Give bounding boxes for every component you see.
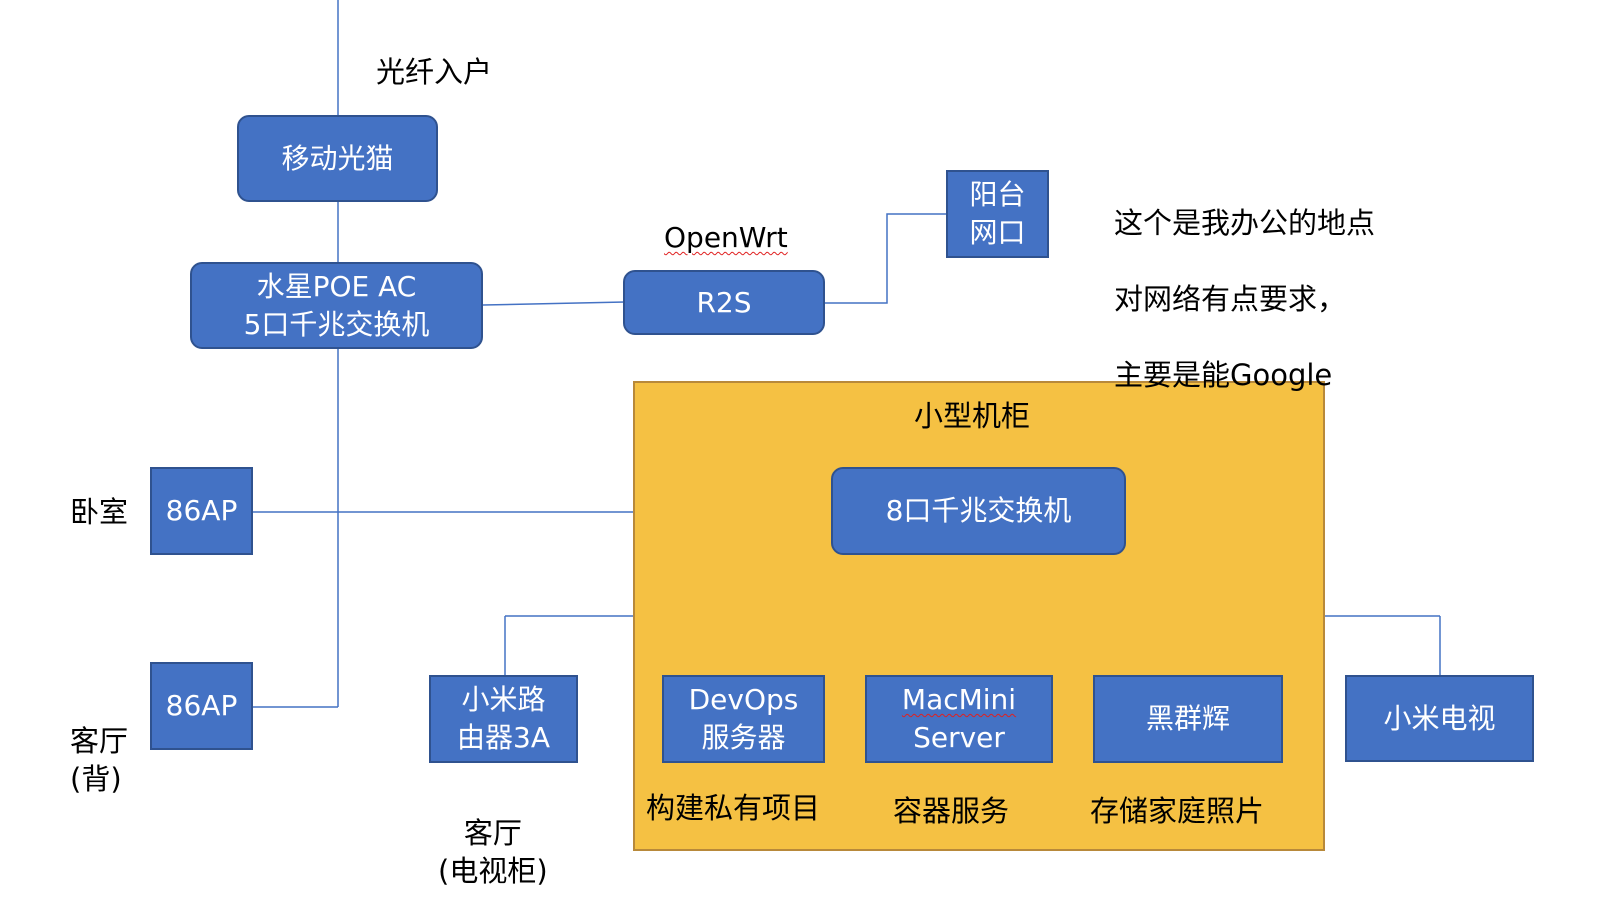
xiaomi-router-location-line2: (电视柜) <box>438 854 548 888</box>
openwrt-label: OpenWrt <box>664 221 788 254</box>
optical-modem-label: 移动光猫 <box>281 141 394 175</box>
r2s-node: R2S <box>623 270 825 335</box>
living-room-line1: 客厅 <box>70 724 129 758</box>
living-room-label: 客厅 (背) <box>70 684 128 798</box>
office-note: 这个是我办公的地点 对网络有点要求， 主要是能Google <box>1114 166 1375 394</box>
balcony-port-line1: 阳台 <box>969 178 1026 211</box>
balcony-port-line2: 网口 <box>969 216 1026 249</box>
switch-8port-label: 8口千兆交换机 <box>885 494 1072 527</box>
xiaomi-tv-label: 小米电视 <box>1383 701 1496 735</box>
office-note-line2: 对网络有点要求， <box>1114 282 1347 316</box>
office-note-line3: 主要是能Google <box>1114 358 1333 392</box>
devops-server-line1: DevOps <box>688 683 799 716</box>
xiaomi-router-line1: 小米路 <box>461 683 546 716</box>
nas-caption: 存储家庭照片 <box>1090 794 1265 828</box>
r2s-to-balcony-line <box>824 213 946 304</box>
devops-server-node: DevOps 服务器 <box>662 675 825 763</box>
fiber-label: 光纤入户 <box>376 55 493 89</box>
cabinet-title: 小型机柜 <box>914 399 1031 433</box>
devops-server-line2: 服务器 <box>701 721 786 754</box>
nas-node: 黑群辉 <box>1093 675 1283 763</box>
xiaomi-router-location: 客厅 (电视柜) <box>438 776 548 890</box>
balcony-port-label: 阳台网口 <box>969 176 1025 252</box>
devops-server-label: DevOps 服务器 <box>689 681 799 757</box>
living-room-line2: (背) <box>70 762 122 796</box>
optical-modem-node: 移动光猫 <box>237 115 438 202</box>
bedroom-label: 卧室 <box>70 495 129 529</box>
poe-switch-label: 水星POE AC 5口千兆交换机 <box>244 268 430 344</box>
macmini-line1: MacMini <box>901 683 1017 716</box>
office-note-line1: 这个是我办公的地点 <box>1114 206 1376 240</box>
small-cabinet-group <box>633 381 1325 851</box>
switch-8port-node: 8口千兆交换机 <box>831 467 1126 555</box>
balcony-port-node: 阳台网口 <box>946 170 1049 258</box>
living-ap-node: 86AP <box>150 662 253 750</box>
poe-switch-node: 水星POE AC 5口千兆交换机 <box>190 262 483 349</box>
poe-switch-line2: 5口千兆交换机 <box>243 307 430 341</box>
living-ap-label: 86AP <box>165 689 238 722</box>
xiaomi-router-label: 小米路由器3A <box>457 681 550 757</box>
r2s-label: R2S <box>696 285 752 319</box>
macmini-line2: Server <box>913 721 1005 754</box>
devops-caption: 构建私有项目 <box>646 791 821 825</box>
xiaomi-tv-node: 小米电视 <box>1345 675 1534 762</box>
xiaomi-router-line2: 由器3A <box>457 721 550 754</box>
xiaomi-router-location-line1: 客厅 <box>463 816 522 850</box>
bedroom-ap-label: 86AP <box>165 494 238 527</box>
xiaomi-router-node: 小米路由器3A <box>429 675 578 763</box>
poe-switch-line1: 水星POE AC <box>256 269 417 303</box>
poe-to-r2s-line <box>482 301 626 306</box>
nas-label: 黑群辉 <box>1145 702 1230 735</box>
macmini-caption: 容器服务 <box>893 794 1010 828</box>
bedroom-ap-node: 86AP <box>150 467 253 555</box>
